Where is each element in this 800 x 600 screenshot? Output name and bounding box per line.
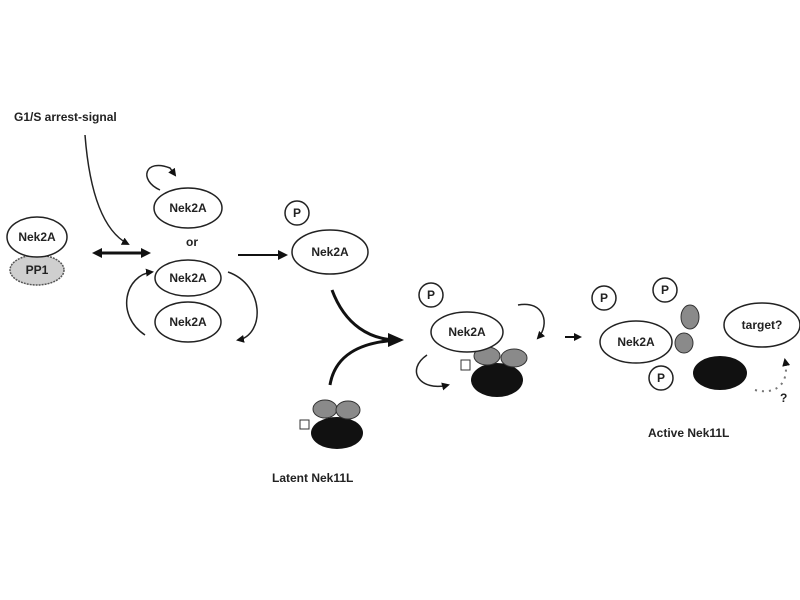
trans-arrow-left xyxy=(125,268,154,336)
phosphate-label: P xyxy=(293,206,301,220)
linker-square xyxy=(299,419,310,430)
target-label: target? xyxy=(742,318,783,332)
nek2a-label: Nek2A xyxy=(18,230,56,244)
putative-target-arrow xyxy=(754,358,791,393)
nek2a-ellipse xyxy=(153,187,223,229)
latent-label: Latent Nek11L xyxy=(272,471,353,485)
active-label: Active Nek11L xyxy=(648,426,729,440)
nek2a-ellipse xyxy=(430,311,504,353)
nek2a-ellipse xyxy=(599,320,673,364)
phosphate-label: P xyxy=(657,371,665,385)
kinase-domain xyxy=(471,363,523,397)
trans-arrow-right xyxy=(227,271,258,343)
self-loop-arrow xyxy=(146,164,177,191)
phosphate-circle xyxy=(418,282,444,308)
question-mark: ? xyxy=(780,391,787,405)
regulatory-domain xyxy=(500,348,528,368)
pp1-label: PP1 xyxy=(26,263,49,277)
phosphate-circle xyxy=(652,277,678,303)
nek2a-label: Nek2A xyxy=(448,325,486,339)
phosphate-circle xyxy=(591,285,617,311)
regulatory-domain xyxy=(312,399,338,419)
nek2a-ellipse xyxy=(6,216,68,258)
latent-nek11l xyxy=(299,399,363,449)
binding-arrow-bottom xyxy=(328,338,399,386)
nek2a-label: Nek2A xyxy=(169,271,207,285)
phosphorylation-arrow xyxy=(415,354,450,391)
signal-arrow xyxy=(84,134,130,245)
phosphate-label: P xyxy=(600,291,608,305)
phosphate-label: P xyxy=(661,283,669,297)
nek2a-pp1-complex: PP1 Nek2A xyxy=(6,216,68,286)
signal-label: G1/S arrest-signal xyxy=(14,110,117,124)
nek2a-label: Nek2A xyxy=(617,335,655,349)
nek2a-label: Nek2A xyxy=(169,201,207,215)
phospho-nek2a: P Nek2A xyxy=(284,200,369,275)
phosphate-circle xyxy=(284,200,310,226)
binding-arrow-top xyxy=(330,289,404,347)
phosphate-circle xyxy=(648,365,674,391)
nek2a-label: Nek2A xyxy=(311,245,349,259)
nek2a-ellipse xyxy=(291,229,369,275)
kinase-domain xyxy=(311,417,363,449)
nek2a-dimer: Nek2A Nek2A xyxy=(125,259,258,343)
phosphate-label: P xyxy=(427,288,435,302)
nek2a-label: Nek2A xyxy=(169,315,207,329)
or-label: or xyxy=(186,235,198,249)
active-nek11l: Nek2A P P P target? ? xyxy=(591,277,800,405)
nek2a-nek11l-complex: Nek2A P xyxy=(415,282,546,397)
nek2a-ellipse xyxy=(154,259,222,297)
kinase-domain xyxy=(693,356,747,390)
phosphorylation-arrow xyxy=(517,303,546,340)
linker-square xyxy=(460,359,471,371)
regulatory-domain xyxy=(680,304,700,330)
nek2a-monomer: Nek2A xyxy=(146,164,223,229)
nek2a-ellipse xyxy=(154,301,222,343)
target-ellipse xyxy=(723,302,800,348)
regulatory-domain xyxy=(335,400,361,420)
regulatory-domain xyxy=(674,332,694,354)
